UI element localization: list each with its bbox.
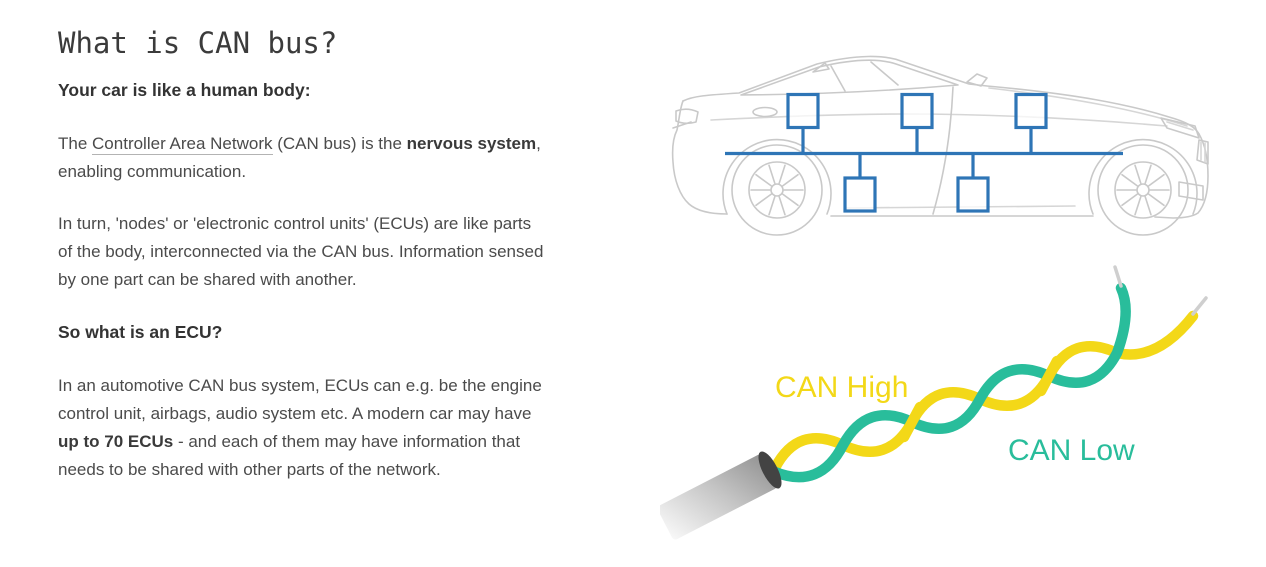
- ecu-node-1: [786, 92, 820, 130]
- can-low-wire: [769, 282, 1131, 483]
- taillight: [675, 108, 699, 125]
- front-wheel-spokes: [1116, 164, 1170, 216]
- page-title: What is CAN bus?: [58, 26, 338, 60]
- wire-tip-low: [1113, 265, 1123, 288]
- paragraph-text: (CAN bus) is the: [272, 134, 407, 153]
- can-bus-overlay: [725, 92, 1123, 213]
- paragraph-text: enabling communication.: [58, 162, 247, 181]
- seventy-ecus-bold: up to 70 ECUs: [58, 432, 174, 451]
- car-ecu-diagram: [671, 55, 1209, 236]
- rear-rim: [748, 161, 806, 219]
- car-rear-body: [671, 100, 728, 215]
- side-mirror: [966, 73, 988, 87]
- quarter-window-line: [830, 65, 846, 92]
- ecu-node-5: [956, 176, 990, 213]
- rear-wheel-arch: [722, 138, 832, 215]
- twisted-pair-diagram: CAN High CAN Low: [660, 265, 1208, 540]
- can-low-label: CAN Low: [1008, 434, 1135, 467]
- ecu-heading: So what is an ECU?: [58, 322, 223, 342]
- controller-area-network-link[interactable]: Controller Area Network: [92, 134, 273, 155]
- ecu-node-2: [900, 92, 934, 130]
- can-high-wire-overlap: [898, 355, 1063, 443]
- nodes-paragraph: In turn, 'nodes' or 'electronic control …: [58, 214, 544, 289]
- can-definition-paragraph: The Controller Area Network (CAN bus) is…: [58, 130, 663, 186]
- paragraph-text: - and each of them may have information …: [58, 432, 521, 479]
- antenna-fin: [812, 62, 830, 73]
- intro-heading: Your car is like a human body:: [58, 80, 311, 100]
- kidney-grille: [1196, 139, 1209, 165]
- front-tire: [1097, 144, 1189, 236]
- rear-tire: [731, 144, 823, 236]
- front-hub: [1136, 183, 1150, 197]
- door-shutline: [932, 86, 954, 215]
- ecu-node-4: [843, 176, 877, 213]
- car-front-face: [1154, 133, 1209, 219]
- headlight-inner-line: [1166, 121, 1194, 131]
- b-pillar-line: [870, 61, 899, 86]
- ecu-node-3: [1014, 92, 1048, 130]
- front-wheel-arch: [1088, 138, 1198, 215]
- can-high-label: CAN High: [775, 371, 908, 404]
- front-rim: [1114, 161, 1172, 219]
- car-silhouette: [682, 55, 1200, 135]
- door-handle: [752, 106, 778, 118]
- side-character-line: [710, 113, 1168, 127]
- wire-tip-high: [1191, 296, 1208, 316]
- cable-sheath: [660, 454, 778, 540]
- article-text-column: What is CAN bus? Your car is like a huma…: [58, 26, 663, 484]
- ecu-paragraph: In an automotive CAN bus system, ECUs ca…: [58, 372, 663, 484]
- rear-wheel-spokes: [750, 164, 804, 216]
- rear-hub: [770, 183, 784, 197]
- paragraph-text: The: [58, 134, 93, 153]
- front-intake: [1178, 181, 1204, 201]
- sheath-end-cap: [758, 451, 782, 489]
- paragraph-text: In an automotive CAN bus system, ECUs ca…: [58, 376, 542, 423]
- headlight: [1160, 117, 1200, 139]
- nervous-system-bold: nervous system: [406, 134, 537, 153]
- car-illustration: [671, 55, 1209, 236]
- side-glass: [740, 59, 959, 96]
- grille-slats: [1200, 141, 1206, 163]
- paragraph-text: ,: [536, 134, 541, 153]
